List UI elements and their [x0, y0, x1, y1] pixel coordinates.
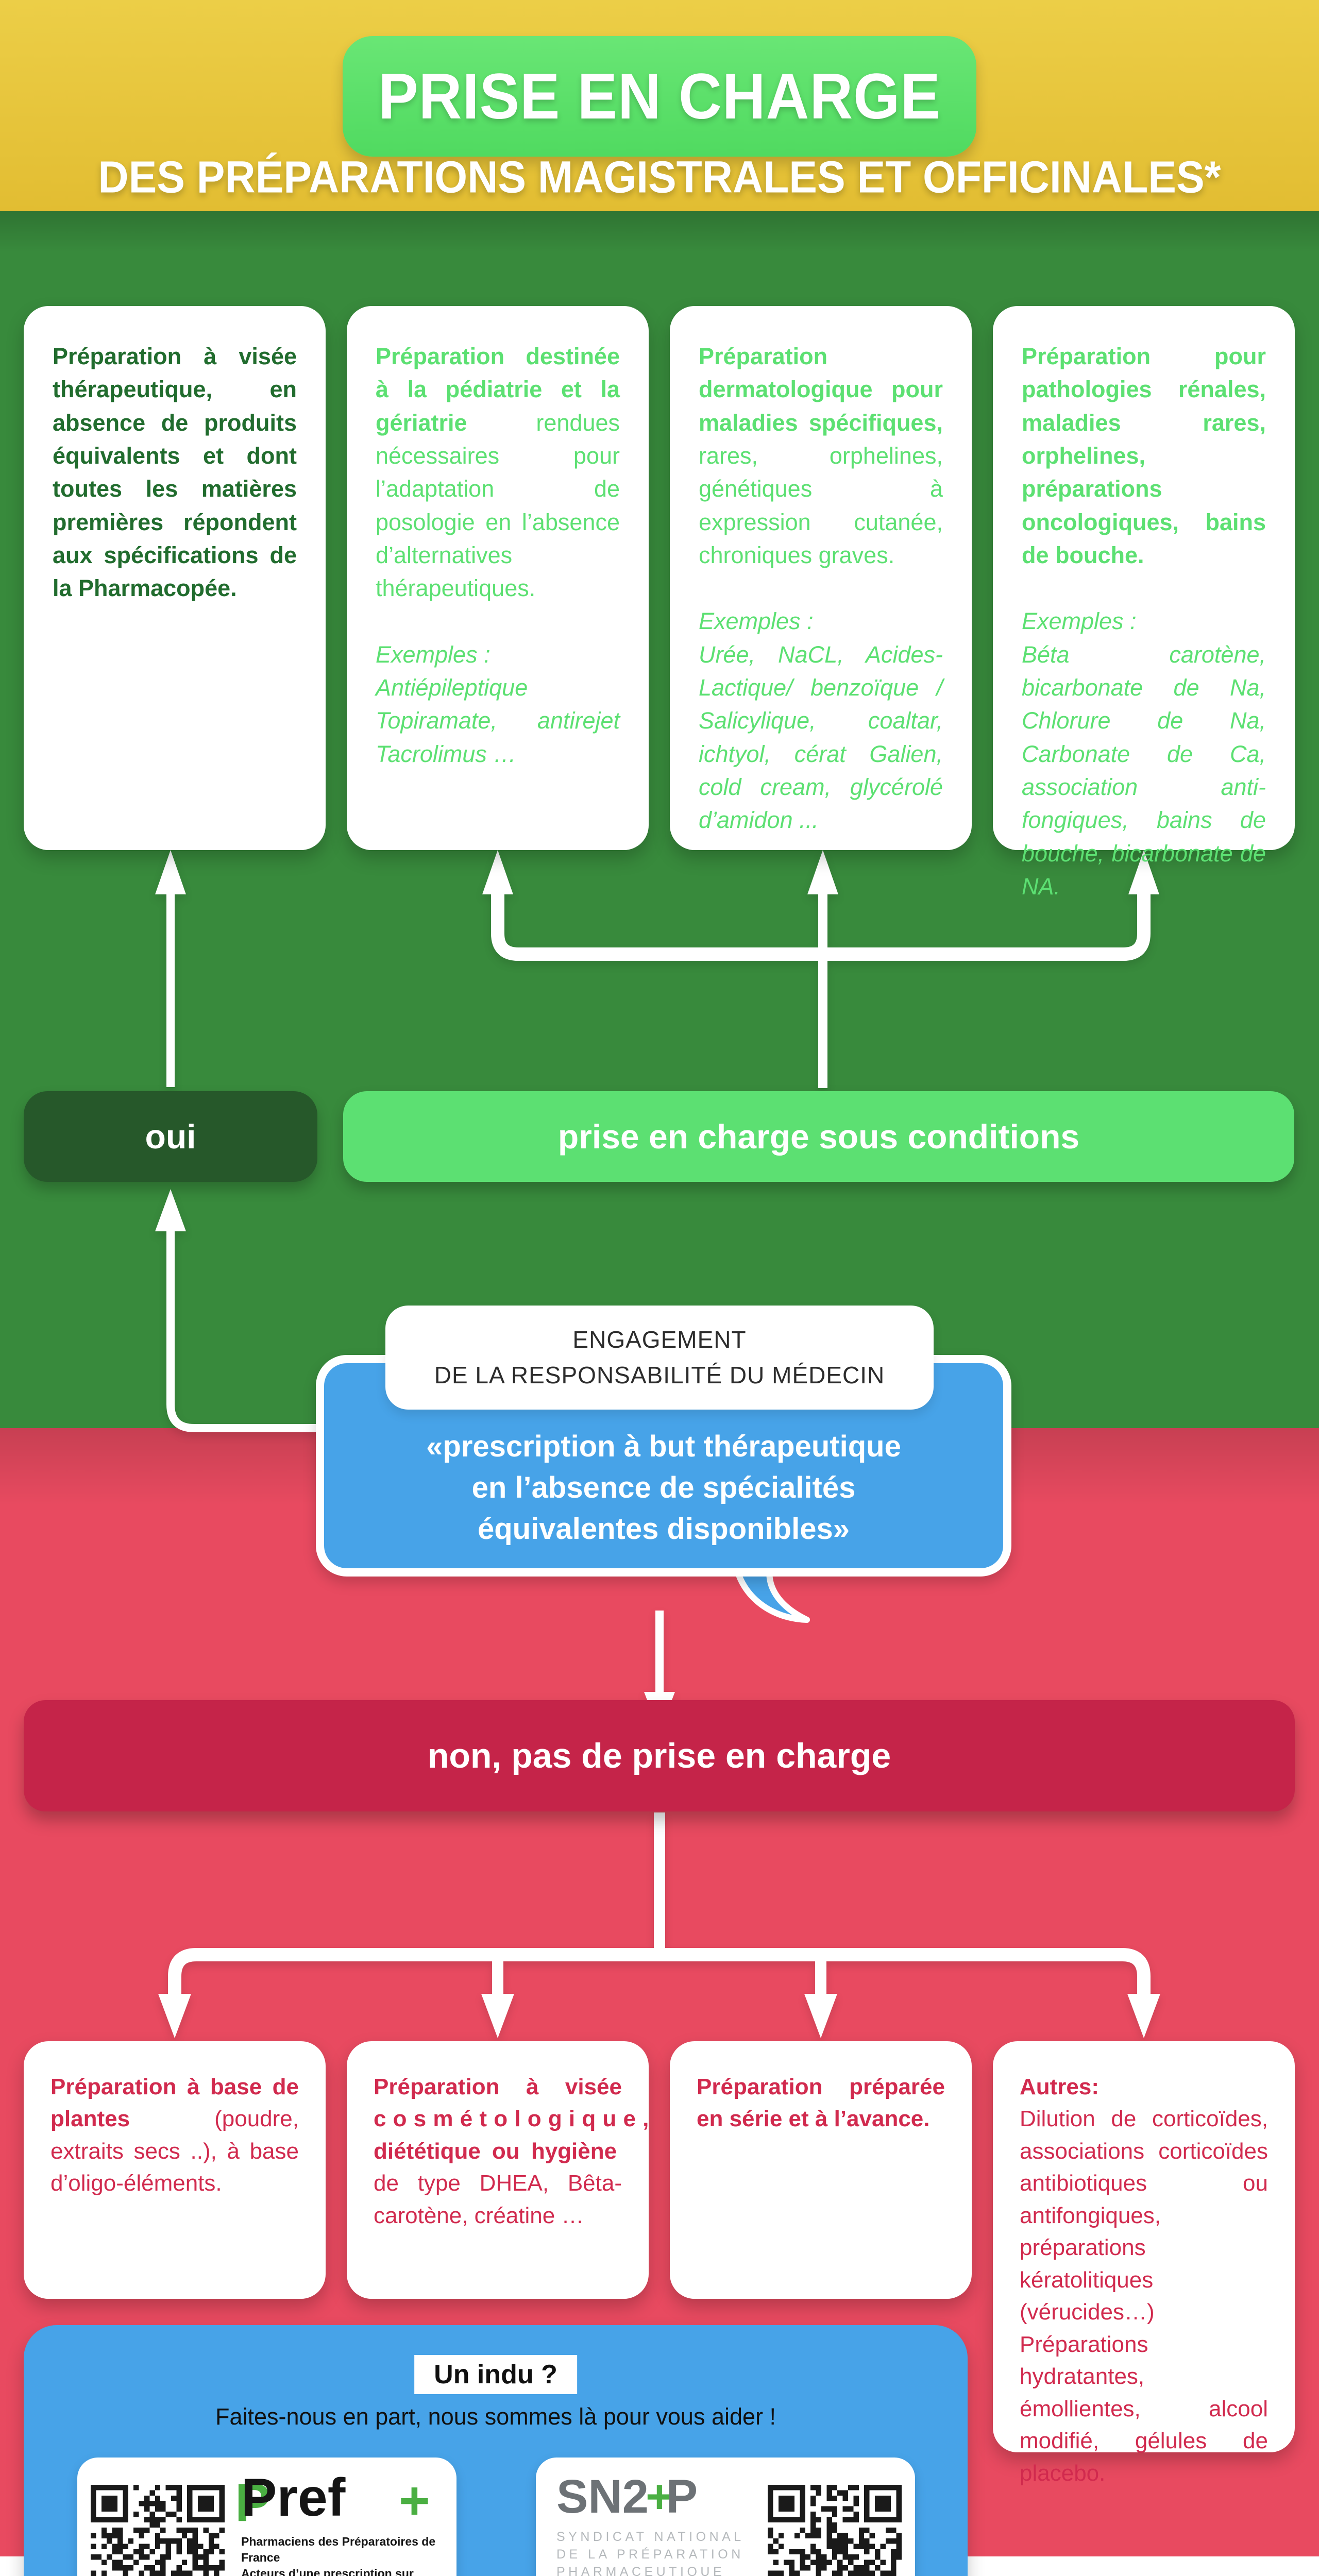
arrowhead-up-card2	[482, 850, 513, 894]
arrowhead-down-bcard2	[481, 1994, 514, 2038]
card-renales-examples: Béta carotène, bicarbonate de Na, Chloru…	[1022, 641, 1266, 900]
card-autres-regular: Dilution de corticoïdes, associations co…	[1020, 2106, 1268, 2486]
pref-logo-f: f	[327, 2468, 346, 2528]
card-pediatrie-bold: Préparation destinée à la pédiatrie et l…	[376, 343, 620, 436]
pref-tagline1: Pharmaciens des Préparatoires de France	[241, 2535, 436, 2565]
sn2p-tagline1: SYNDICAT NATIONAL	[556, 2530, 745, 2544]
sn2p-logo-sn2: SN2	[556, 2470, 649, 2523]
non-bar: non, pas de prise en charge	[24, 1700, 1295, 1811]
card-serie-avance-bold: Préparation préparée en série et à l’ava…	[697, 2074, 945, 2132]
quote-line2: en l’absence de spécialités	[471, 1471, 856, 1505]
card-plantes: Préparation à base de plantes (poudre, e…	[24, 2041, 326, 2299]
card-cosmetologique-regular: de type DHEA, Bêta-carotène, créatine …	[374, 2171, 622, 2228]
help-subtitle: Faites-nous en part, nous sommes là pour…	[215, 2403, 776, 2430]
examples-label: Exemples :	[376, 641, 491, 668]
card-dermatologique: Préparation dermatologique pour maladies…	[670, 306, 972, 850]
plus-cross-icon: +	[645, 2470, 673, 2523]
card-pediatrie-geriatrie: Préparation destinée à la pédiatrie et l…	[347, 306, 649, 850]
examples-label: Exemples :	[699, 608, 814, 635]
sn2p-qr-code-icon	[768, 2485, 902, 2576]
arrow-line-bubble-to-oui	[166, 1226, 317, 1432]
examples-label: Exemples :	[1022, 608, 1137, 635]
card-renales-bold: Préparation pour pathologies rénales, ma…	[1022, 343, 1266, 569]
pref-tagline2: Acteurs d’une prescription sur mesure	[241, 2567, 414, 2576]
card-cosmetologique-bold-end: diététique ou hygiène	[374, 2138, 617, 2164]
quote-line1: «prescription à but thérapeutique	[426, 1430, 901, 1463]
page-title: PRISE EN CHARGE	[378, 60, 941, 133]
sn2p-tagline2: DE LA PRÉPARATION	[556, 2547, 744, 2562]
engagement-line2: DE LA RESPONSABILITÉ DU MÉDECIN	[434, 1362, 885, 1388]
indu-chip: Un indu ?	[414, 2355, 577, 2394]
quote-line3: équivalentes disponibles»	[478, 1512, 850, 1546]
card-pediatrie-examples: Antiépileptique Topiramate, antirejet Ta…	[376, 674, 620, 767]
pref-logo-pre: Pre	[241, 2468, 328, 2528]
card-dermatologique-examples: Urée, NaCL, Acides-Lactique/ benzoïque /…	[699, 641, 943, 834]
sn2p-logo: SN2+P	[556, 2473, 763, 2520]
card-plantes-regular: (poudre, extraits secs ..), à base d’oli…	[50, 2106, 299, 2196]
card-cosmetologique-bold-spaced: cosmétologique,	[374, 2106, 656, 2132]
page-subtitle: DES PRÉPARATIONS MAGISTRALES ET OFFICINA…	[98, 152, 1221, 202]
oui-pill: oui	[24, 1091, 317, 1182]
green-trident-bar	[491, 893, 1151, 961]
card-cosmetologique-bold-start: Préparation à visée	[374, 2074, 622, 2099]
conditions-pill: prise en charge sous conditions	[343, 1091, 1294, 1182]
pref-logo-green-p: P	[235, 2473, 271, 2533]
arrowhead-up-card4	[1128, 850, 1159, 894]
page-title-pill: PRISE EN CHARGE	[343, 36, 976, 157]
engagement-line1: ENGAGEMENT	[572, 1326, 747, 1353]
red-trident-bar	[168, 1948, 1151, 1997]
card-autres: Autres: Dilution de corticoïdes, associa…	[993, 2041, 1295, 2486]
indu-title: Un indu ?	[434, 2360, 557, 2389]
card-pathologies-renales: Préparation pour pathologies rénales, ma…	[993, 306, 1295, 900]
help-box: Un indu ? Faites-nous en part, nous somm…	[24, 2325, 968, 2576]
arrowhead-down-bcard3	[804, 1994, 837, 2038]
sn2p-tagline3: PHARMACEUTIQUE	[556, 2564, 725, 2576]
arrowhead-down-bcard4	[1127, 1994, 1160, 2038]
arrowhead-up-card1	[155, 850, 186, 894]
speech-bubble-tail	[733, 1561, 810, 1623]
sn2p-logo-p: P	[666, 2470, 698, 2523]
arrowhead-up-oui	[155, 1189, 186, 1231]
engagement-label: ENGAGEMENT DE LA RESPONSABILITÉ DU MÉDEC…	[385, 1306, 934, 1410]
oui-label: oui	[145, 1117, 196, 1156]
conditions-label: prise en charge sous conditions	[557, 1117, 1080, 1156]
card-pediatrie-regular: rendues nécessaires pour l’adaptation de…	[376, 409, 620, 602]
card-serie-avance: Préparation préparée en série et à l’ava…	[670, 2041, 972, 2299]
card-dermatologique-bold: Préparation dermatologique pour maladies…	[699, 343, 943, 436]
card-dermatologique-regular: rares, orphelines, génétiques à expressi…	[699, 443, 943, 569]
arrowhead-down-bcard1	[158, 1994, 191, 2038]
card-cosmetologique: Préparation à visée cosmétologique, diét…	[347, 2041, 649, 2299]
card-plantes-bold: Préparation à base de plantes	[50, 2074, 299, 2132]
card-therapeutique-text: Préparation à visée thérapeutique, en ab…	[53, 343, 297, 602]
non-label: non, pas de prise en charge	[427, 1736, 891, 1775]
card-autres-bold: Autres:	[1020, 2074, 1100, 2099]
pref-qr-code-icon	[91, 2485, 225, 2576]
arrowhead-up-card3	[807, 850, 838, 894]
green-top-shadow	[0, 211, 1319, 252]
plus-cross-icon: +	[399, 2471, 430, 2531]
card-therapeutique: Préparation à visée thérapeutique, en ab…	[24, 306, 326, 850]
sn2p-card: SN2+P SYNDICAT NATIONAL DE LA PRÉPARATIO…	[536, 2458, 915, 2576]
